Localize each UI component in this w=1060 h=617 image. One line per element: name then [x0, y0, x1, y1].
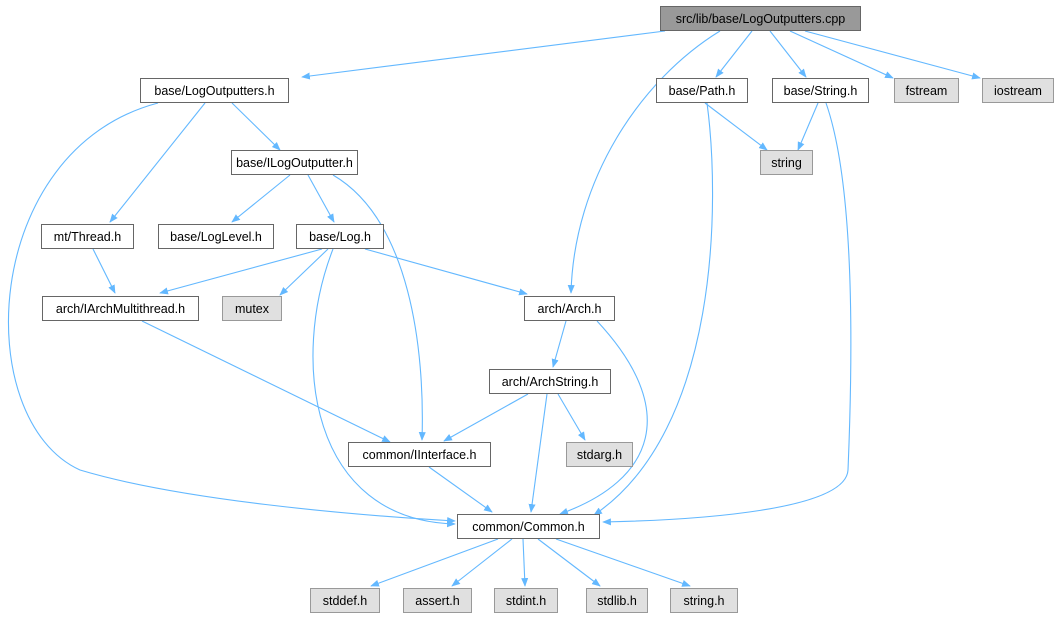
- node-iinterface-h[interactable]: common/IInterface.h: [348, 442, 491, 467]
- edge-log-h-to-common-h: [312, 248, 456, 528]
- edge-arch-h-to-common-h: [559, 320, 648, 515]
- edge-string-h-base-to-common-h: [602, 102, 852, 526]
- node-fstream[interactable]: fstream: [894, 78, 959, 103]
- edge-common-h-to-string-h-c: [555, 538, 691, 587]
- node-log-outputters-cpp[interactable]: src/lib/base/LogOutputters.cpp: [660, 6, 861, 31]
- edge-iinterface-h-to-common-h: [428, 466, 493, 513]
- edge-string-h-base-to-string-std: [797, 102, 819, 151]
- edge-arch-string-h-to-common-h: [528, 393, 548, 513]
- edge-common-h-to-stddef-h: [370, 538, 499, 587]
- edge-root-to-iostream: [804, 30, 981, 80]
- node-log-outputters-h[interactable]: base/LogOutputters.h: [140, 78, 289, 103]
- node-arch-h[interactable]: arch/Arch.h: [524, 296, 615, 321]
- edge-ilog-outputter-h-to-iinterface-h: [332, 174, 426, 441]
- edges: [7, 30, 981, 587]
- edge-log-outputters-h-to-thread-h: [109, 102, 206, 223]
- edge-log-h-to-iarch-multithread-h: [159, 248, 323, 295]
- node-string-h-c[interactable]: string.h: [670, 588, 738, 613]
- edge-ilog-outputter-h-to-log-h: [307, 174, 335, 223]
- edge-root-to-fstream: [789, 30, 894, 79]
- edge-arch-string-h-to-stdarg-h: [557, 393, 586, 441]
- edge-common-h-to-assert-h: [451, 538, 513, 587]
- edge-root-to-string-h-base: [769, 30, 807, 78]
- node-stdarg-h[interactable]: stdarg.h: [566, 442, 633, 467]
- edge-arch-string-h-to-iinterface-h: [443, 393, 529, 442]
- node-arch-string-h[interactable]: arch/ArchString.h: [489, 369, 611, 394]
- edge-log-h-to-mutex: [279, 248, 329, 296]
- node-stdint-h[interactable]: stdint.h: [494, 588, 558, 613]
- edge-root-to-arch-h: [567, 30, 721, 294]
- edge-arch-h-to-arch-string-h: [551, 320, 567, 368]
- node-mutex[interactable]: mutex: [222, 296, 282, 321]
- edge-log-outputters-h-to-ilog-outputter-h: [231, 102, 281, 151]
- edge-log-h-to-arch-h: [364, 248, 528, 296]
- edge-path-h-to-common-h: [593, 102, 714, 516]
- node-path-h[interactable]: base/Path.h: [656, 78, 748, 103]
- node-iarch-multithread-h[interactable]: arch/IArchMultithread.h: [42, 296, 199, 321]
- edge-ilog-outputter-h-to-log-level-h: [231, 174, 291, 223]
- node-thread-h[interactable]: mt/Thread.h: [41, 224, 134, 249]
- node-stdlib-h[interactable]: stdlib.h: [586, 588, 648, 613]
- edge-iarch-multithread-h-to-iinterface-h: [141, 320, 391, 443]
- edge-common-h-to-stdlib-h: [537, 538, 601, 587]
- node-log-h[interactable]: base/Log.h: [296, 224, 384, 249]
- edge-common-h-to-stdint-h: [521, 538, 529, 587]
- edge-thread-h-to-iarch-multithread-h: [92, 248, 116, 294]
- edge-root-to-path-h: [715, 30, 753, 78]
- edge-log-outputters-h-to-common-h: [7, 102, 456, 525]
- node-assert-h[interactable]: assert.h: [403, 588, 472, 613]
- edge-root-to-log-outputters-h: [301, 30, 666, 80]
- node-stddef-h[interactable]: stddef.h: [310, 588, 380, 613]
- node-string-h-base[interactable]: base/String.h: [772, 78, 869, 103]
- node-ilog-outputter-h[interactable]: base/ILogOutputter.h: [231, 150, 358, 175]
- node-iostream[interactable]: iostream: [982, 78, 1054, 103]
- node-log-level-h[interactable]: base/LogLevel.h: [158, 224, 274, 249]
- node-common-h[interactable]: common/Common.h: [457, 514, 600, 539]
- node-string-std[interactable]: string: [760, 150, 813, 175]
- edge-path-h-to-string-std: [704, 102, 768, 151]
